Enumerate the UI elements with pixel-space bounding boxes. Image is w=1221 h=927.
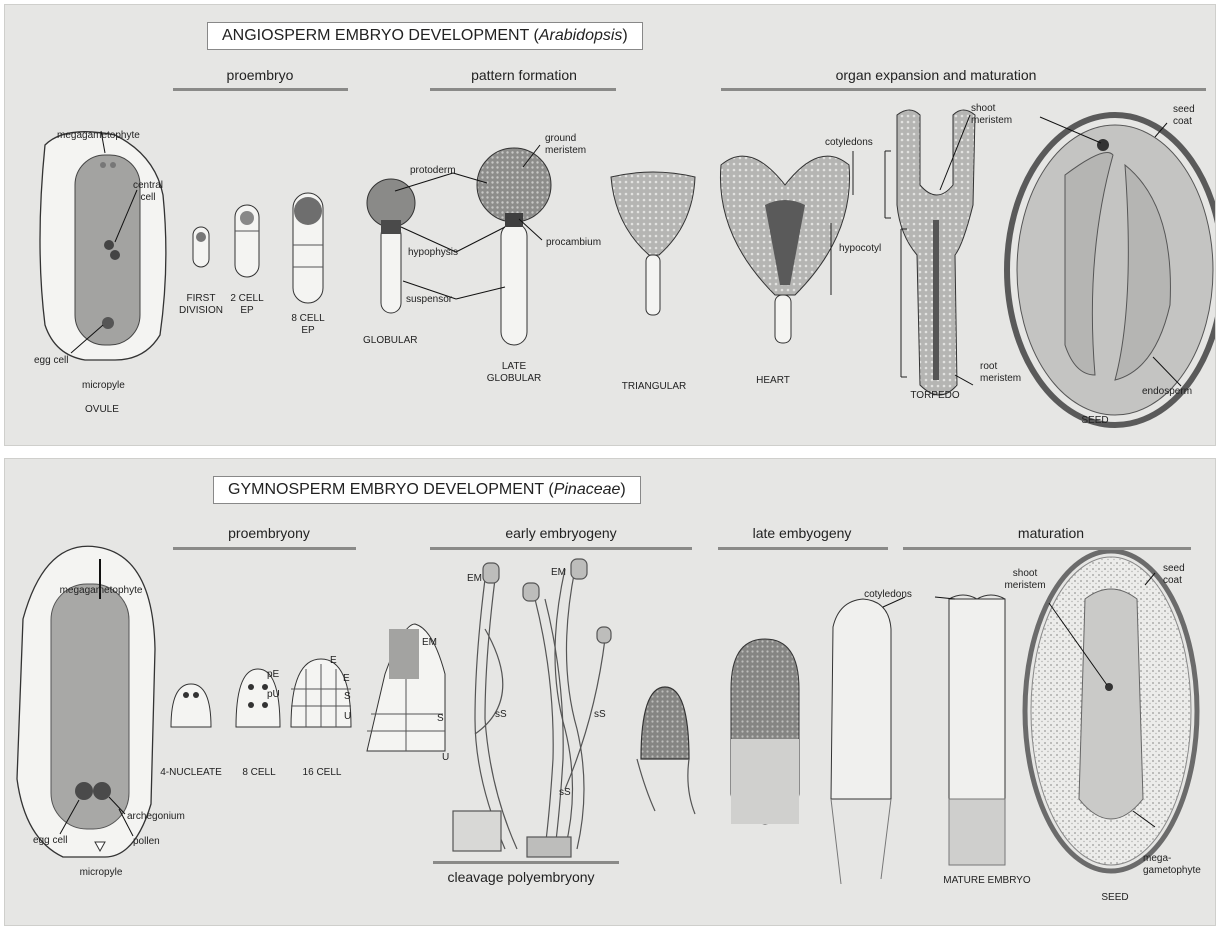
label-4-nucleate: 4-NUCLEATE — [160, 767, 222, 779]
label-seed: SEED — [1101, 892, 1128, 904]
label-cotyledons: cotyledons — [825, 137, 873, 149]
label-pollen: pollen — [133, 836, 160, 848]
stage-pattern-formation: pattern formation — [471, 67, 577, 83]
label-egg-cell: egg cell — [34, 355, 68, 367]
triangular-drawing — [611, 172, 695, 315]
label-first-division: FIRST DIVISION — [179, 293, 223, 317]
label-E-inner: E — [343, 673, 350, 685]
label-mega-gametophyte: mega- gametophyte — [1143, 853, 1201, 877]
late-embryogeny-drawings — [731, 599, 891, 884]
label-ovule: OVULE — [85, 404, 119, 416]
angiosperm-title: ANGIOSPERM EMBRYO DEVELOPMENT (Arabidops… — [207, 22, 643, 50]
label-S: S — [344, 691, 351, 703]
label-pE: pE — [267, 669, 279, 681]
stage-late-embyogeny: late embyogeny — [753, 525, 852, 541]
label-triangular: TRIANGULAR — [622, 381, 686, 393]
label-8-cell: 8 CELL — [242, 767, 275, 779]
stage-maturation: maturation — [1018, 525, 1084, 541]
stage-bar — [721, 88, 1206, 91]
label-sS-2: sS — [594, 709, 606, 721]
stage-bar — [173, 547, 356, 550]
mature-embryo-drawing — [883, 595, 1005, 865]
stage-organ-expansion: organ expansion and maturation — [836, 67, 1037, 83]
label-procambium: procambium — [546, 237, 601, 249]
stage-bar — [718, 547, 888, 550]
stage-early-embryogeny: early embryogeny — [505, 525, 616, 541]
label-sS-1: sS — [495, 709, 507, 721]
stage-bar — [433, 861, 619, 864]
label-root-meristem: root meristem — [980, 361, 1021, 385]
ovule-drawing — [40, 131, 166, 360]
stage-bar — [430, 88, 616, 91]
label-hypocotyl: hypocotyl — [839, 243, 881, 255]
label-shoot-meristem: shoot meristem — [971, 103, 1012, 127]
stage-bar — [173, 88, 348, 91]
label-8-cell: 8 CELL EP — [291, 313, 324, 337]
label-shoot-meristem: shoot meristem — [1004, 568, 1045, 592]
label-micropyle: micropyle — [82, 380, 125, 392]
seed-drawing — [1007, 115, 1215, 425]
label-archegonium: archegonium — [127, 811, 185, 823]
label-seed-coat: seed coat — [1173, 104, 1195, 128]
label-sS-3: sS — [559, 787, 571, 799]
label-mature-embryo: MATURE EMBRYO — [943, 875, 1030, 887]
cleavage-polyembryony-drawing — [453, 559, 695, 857]
label-late-globular: LATE GLOBULAR — [487, 361, 541, 385]
label-suspensor: suspensor — [406, 294, 452, 306]
stage-bar — [903, 547, 1191, 550]
gymnosperm-seed-drawing — [1025, 551, 1197, 871]
label-egg-cell: egg cell — [33, 835, 67, 847]
label-U: U — [344, 711, 351, 723]
label-S-large: S — [437, 713, 444, 725]
stage-proembryo: proembryo — [227, 67, 294, 83]
proembryony-drawings — [171, 624, 445, 751]
heart-drawing — [720, 156, 849, 343]
angiosperm-panel: ANGIOSPERM EMBRYO DEVELOPMENT (Arabidops… — [4, 4, 1216, 446]
label-central-cell: central cell — [133, 180, 163, 204]
stage-bar — [430, 547, 692, 550]
label-micropyle: micropyle — [80, 867, 123, 879]
label-16-cell: 16 CELL — [303, 767, 342, 779]
label-megagametophyte: megagametophyte — [57, 130, 140, 142]
globular-drawing — [367, 179, 415, 313]
late-globular-drawing — [477, 148, 551, 345]
label-megagametophyte: megagametophyte — [60, 585, 143, 597]
label-seed: SEED — [1081, 415, 1108, 427]
label-torpedo: TORPEDO — [910, 390, 959, 402]
label-endosperm: endosperm — [1142, 386, 1192, 398]
stage-cleavage-polyembryony: cleavage polyembryony — [447, 869, 594, 885]
gymnosperm-title: GYMNOSPERM EMBRYO DEVELOPMENT (Pinaceae) — [213, 476, 641, 504]
label-heart: HEART — [756, 375, 790, 387]
label-EM-cleavage-2: EM — [551, 567, 566, 579]
early-proembryo-drawings — [193, 193, 323, 303]
label-pU: pU — [267, 689, 280, 701]
label-U-large: U — [442, 752, 449, 764]
label-EM: EM — [422, 637, 437, 649]
stage-proembryony: proembryony — [228, 525, 310, 541]
label-ground-meristem: ground meristem — [545, 133, 586, 157]
label-protoderm: protoderm — [410, 165, 456, 177]
label-seed-coat: seed coat — [1163, 563, 1185, 587]
label-cotyledons: cotyledons — [864, 589, 912, 601]
gymnosperm-panel: GYMNOSPERM EMBRYO DEVELOPMENT (Pinaceae)… — [4, 458, 1216, 926]
label-EM-cleavage-1: EM — [467, 573, 482, 585]
label-2-cell: 2 CELL EP — [230, 293, 263, 317]
label-E-outer: E — [330, 655, 337, 667]
label-globular: GLOBULAR — [363, 335, 417, 347]
label-hypophysis: hypophysis — [408, 247, 458, 259]
